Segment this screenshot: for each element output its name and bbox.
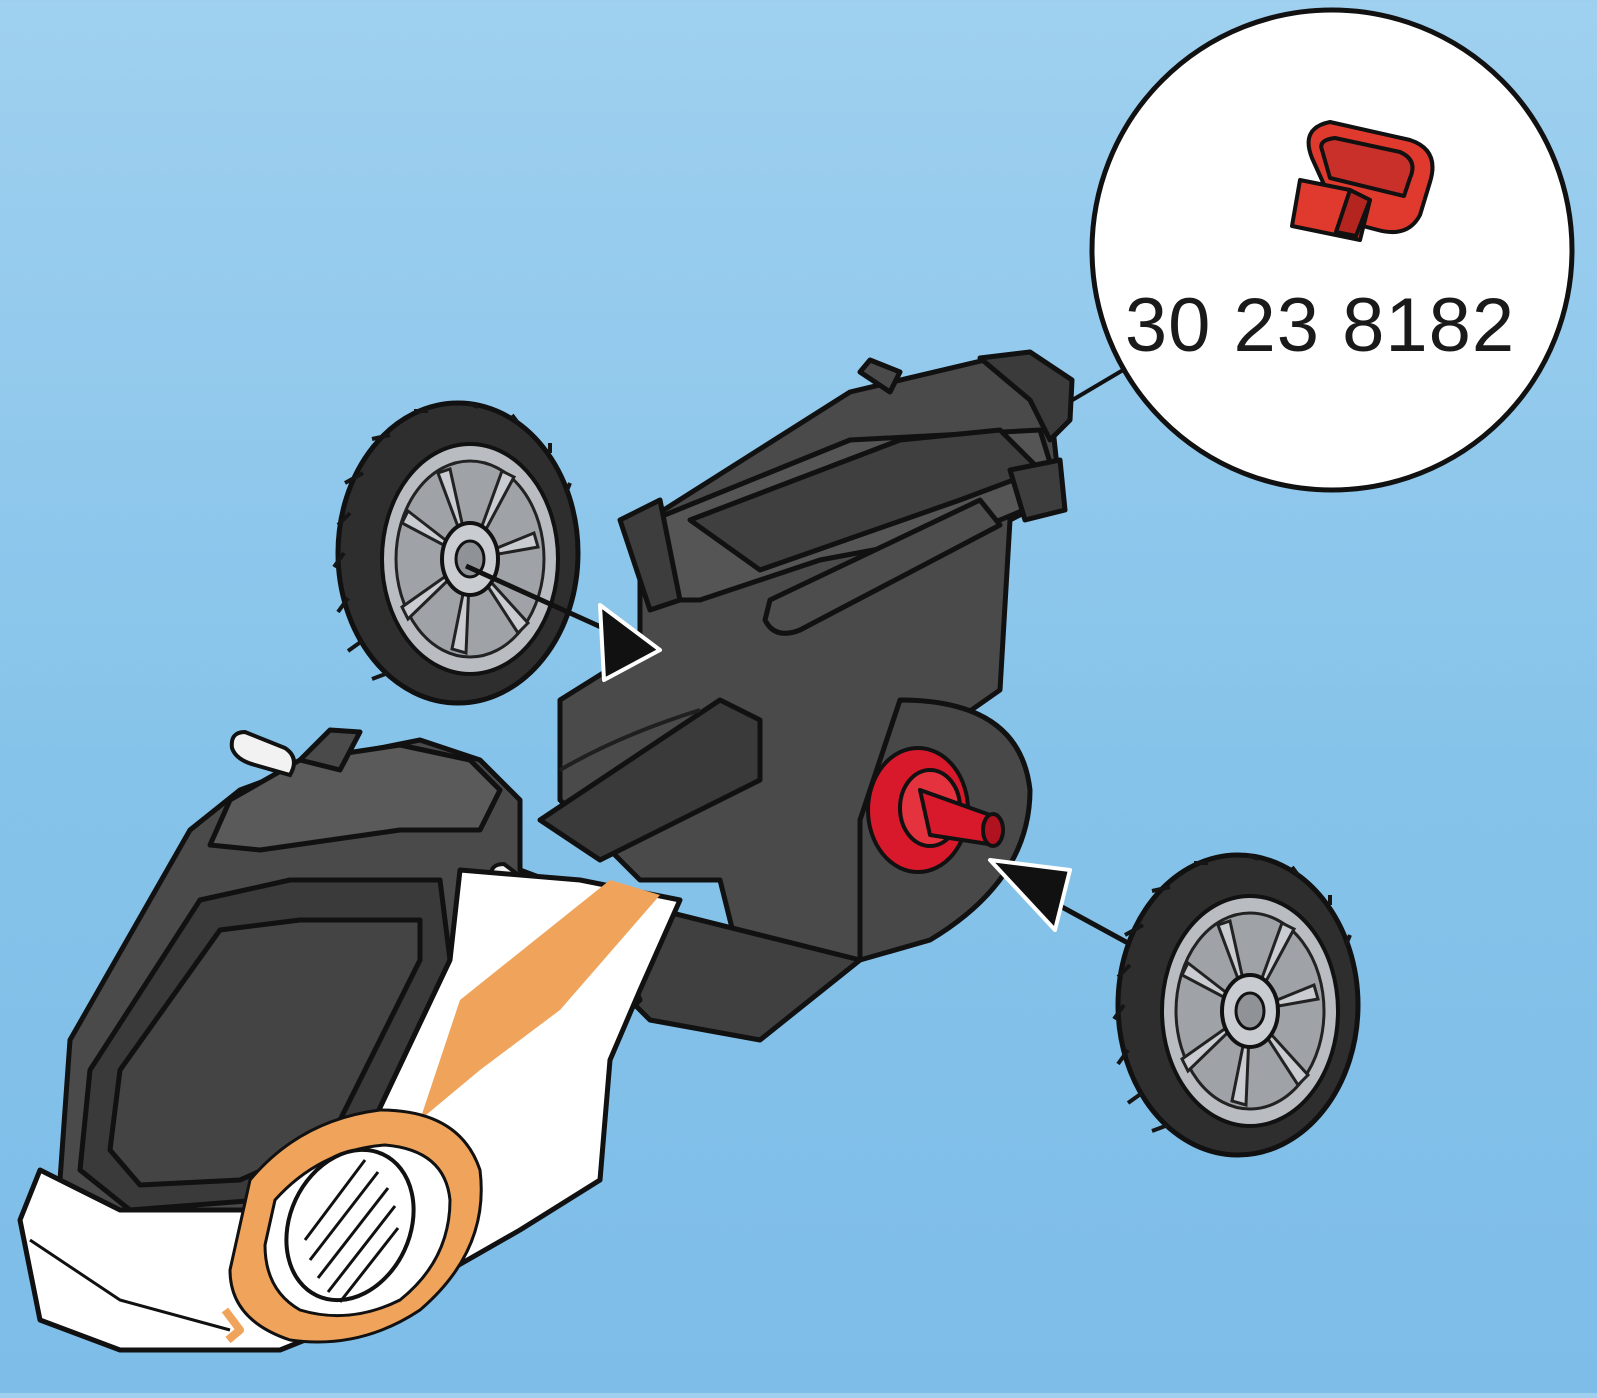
part-number-label: 30 23 8182 [1110,282,1530,369]
insert-arrow-icon-right [990,860,1150,955]
left-wheel [334,403,578,703]
callout-circle [1092,10,1572,490]
right-wheel [1114,855,1358,1155]
red-axle-clip-icon [1292,122,1433,240]
